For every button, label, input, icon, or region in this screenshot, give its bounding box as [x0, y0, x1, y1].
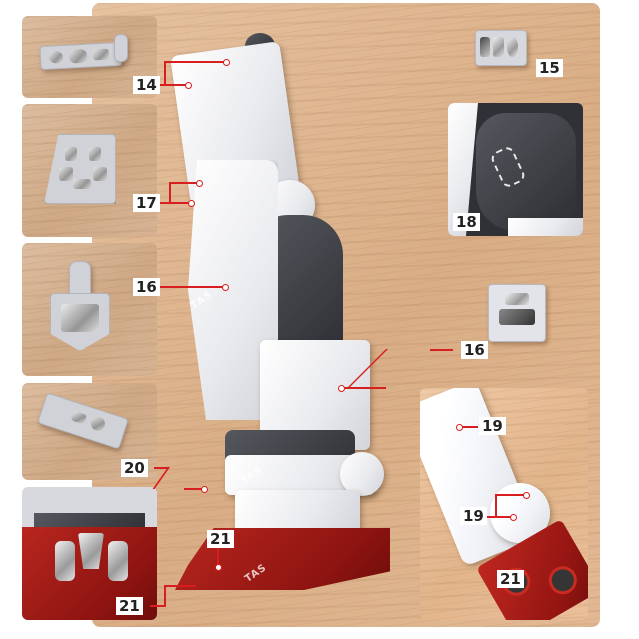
callout-label-16: 16	[461, 341, 488, 359]
callout-label-14: 14	[133, 76, 160, 94]
callout-label-19: 19	[460, 507, 487, 525]
callout-label-21: 21	[497, 570, 524, 588]
callout-label-19: 19	[479, 417, 506, 435]
inset-part-16	[22, 243, 157, 376]
red-sole-piece	[22, 527, 157, 620]
part-17-piece	[44, 134, 116, 204]
part-20-piece	[37, 392, 129, 450]
callout-label-15: 15	[536, 59, 563, 77]
inset-part-18-knee	[448, 103, 583, 236]
part-15-piece	[475, 30, 527, 66]
callout-label-18: 18	[453, 213, 480, 231]
foot-cover	[235, 490, 360, 535]
part-16-piece	[50, 293, 110, 351]
callout-label-21: 21	[207, 530, 234, 548]
inset-part-17	[22, 104, 157, 237]
callout-label-16: 16	[133, 278, 160, 296]
part-16-small-piece	[488, 284, 546, 342]
callout-label-20: 20	[121, 459, 148, 477]
part-14-piece	[39, 41, 123, 71]
ankle-joint-disc	[340, 452, 384, 496]
callout-label-17: 17	[133, 194, 160, 212]
inset-part-21-sole	[22, 487, 157, 620]
callout-label-21: 21	[116, 597, 143, 615]
